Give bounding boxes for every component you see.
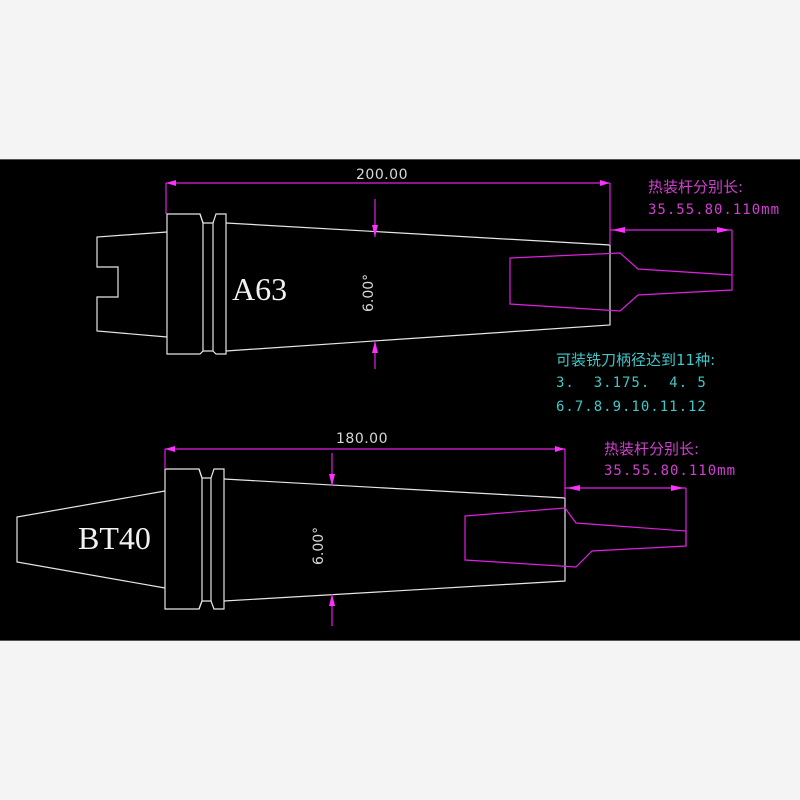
a63-length-dimension: [165, 180, 733, 275]
bt40-angle-label: 6.00°: [311, 526, 327, 565]
cad-drawing-canvas: 200.00 A63 6.00° 热装杆分别长: 35.55.80.110mm …: [0, 159, 800, 641]
drawing-geometry: [16, 180, 733, 626]
bt40-shrink-extension: [464, 507, 687, 568]
a63-shank-note-values: 35.55.80.110mm: [648, 202, 781, 218]
diameter-note-line2: 6.7.8.9.10.11.12: [556, 399, 707, 415]
a63-length-label: 200.00: [356, 167, 408, 183]
bt40-shank-note-title: 热装杆分别长:: [604, 440, 700, 458]
a63-angle-label: 6.00°: [361, 273, 377, 312]
diameter-note-line1: 3. 3.175. 4. 5: [556, 375, 707, 391]
bt40-shank-note-values: 35.55.80.110mm: [604, 463, 737, 479]
bt40-model-label: BT40: [78, 520, 151, 556]
bt40-holder-outline: [16, 468, 566, 610]
bt40-length-dimension: [164, 446, 687, 546]
diameter-note-title: 可装铣刀柄径达到11种:: [556, 351, 716, 369]
a63-shrink-extension: [509, 252, 733, 312]
a63-holder-outline: [96, 213, 611, 355]
a63-model-label: A63: [232, 271, 288, 307]
bt40-length-label: 180.00: [336, 431, 388, 447]
a63-shank-note-title: 热装杆分别长:: [648, 178, 744, 196]
bt40-angle-arrows: [329, 453, 335, 626]
a63-angle-arrows: [372, 199, 378, 369]
